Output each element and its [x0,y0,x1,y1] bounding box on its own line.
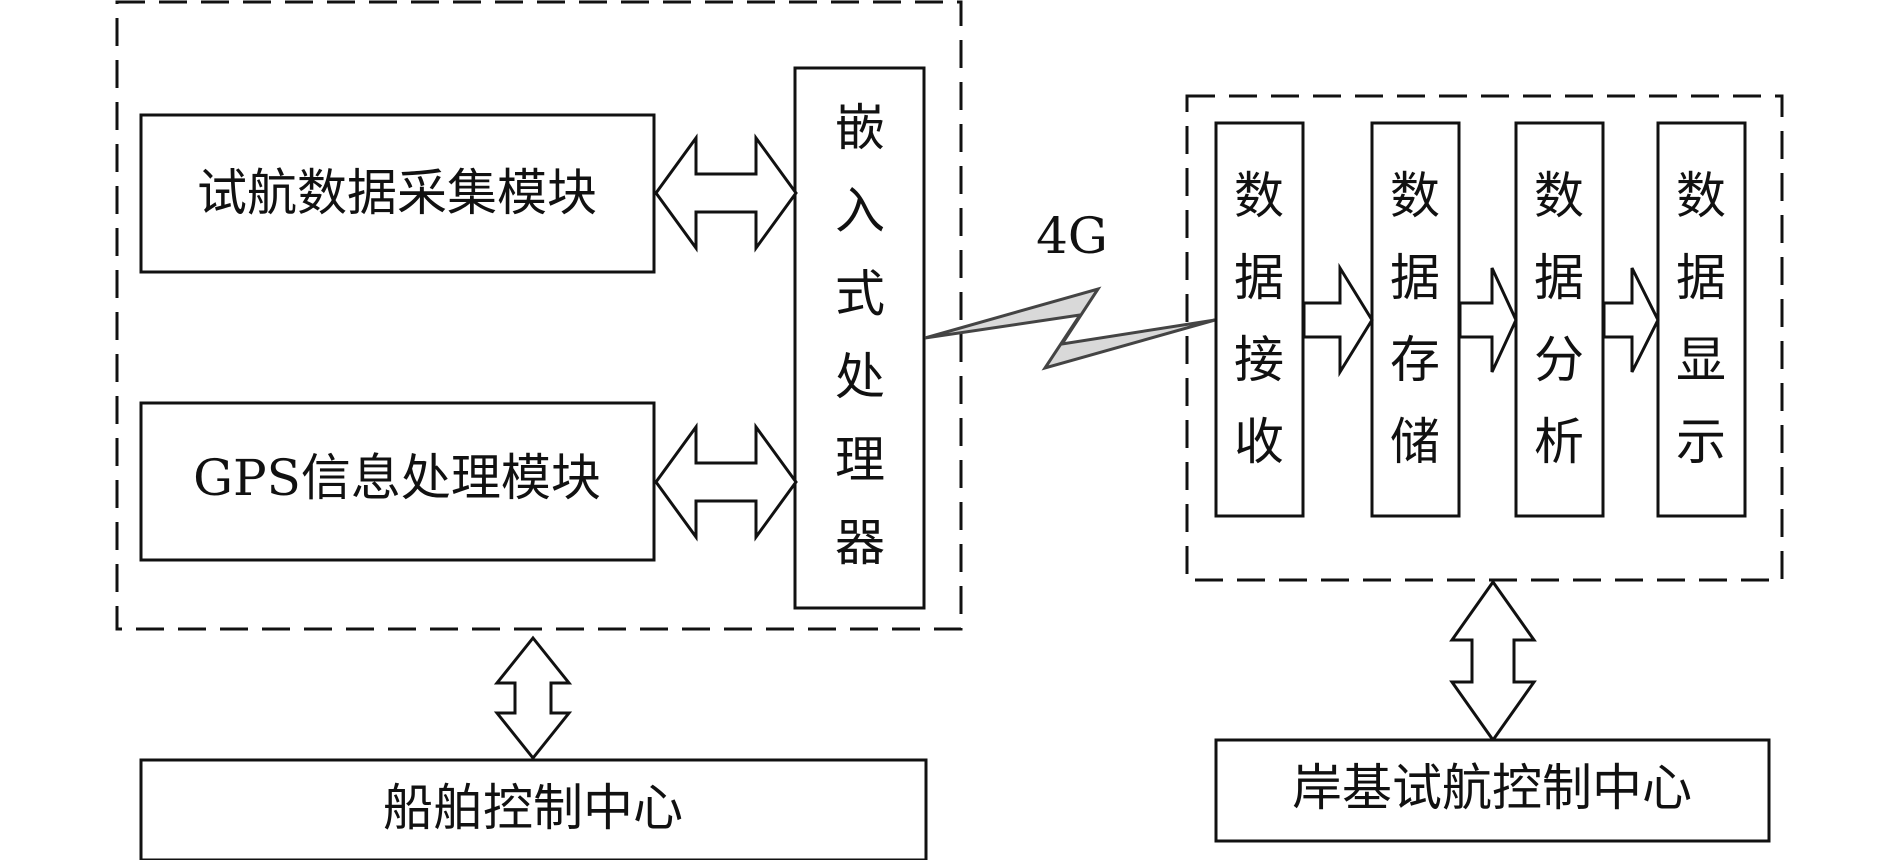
processor-char: 入 [835,182,885,240]
processor-char: 器 [835,514,885,572]
flow-arrow-storage-analysis [1458,267,1518,373]
wireless-link-lightning-icon [924,286,1216,371]
processor-char: 嵌 [835,99,885,157]
data-acquisition-module-label: 试航数据采集模块 [197,164,597,222]
data-storage-box [1370,121,1461,518]
embedded-processor-box [793,66,926,610]
step-char: 示 [1676,413,1726,471]
step-char: 显 [1676,331,1726,389]
flow-arrow-receive-storage [1302,262,1374,378]
step-char: 析 [1534,413,1584,471]
data-storage-label: 数 据 存 储 [1390,167,1440,471]
wireless-link-label: 4G [1036,207,1108,265]
data-receive-box [1214,121,1305,518]
ship-control-center-box [139,758,928,860]
double-arrow-ship-group-control-center [493,635,573,761]
step-char: 据 [1234,249,1284,307]
step-char: 接 [1234,331,1284,389]
step-char: 数 [1676,167,1726,225]
gps-module-label: GPS信息处理模块 [193,449,601,507]
step-char: 据 [1534,249,1584,307]
step-char: 数 [1234,167,1284,225]
step-char: 收 [1234,413,1284,471]
shore-side-group [1185,94,1784,582]
data-receive-label: 数 据 接 收 [1234,167,1284,471]
embedded-processor-label: 嵌 入 式 处 理 器 [835,99,885,572]
double-arrow-shore-group-control-center [1449,579,1537,743]
step-char: 分 [1534,331,1584,389]
double-arrow-gps-module-processor [654,422,798,542]
double-arrow-data-module-processor [654,133,798,253]
processor-char: 理 [835,431,885,489]
step-char: 数 [1390,167,1440,225]
step-char: 存 [1390,331,1440,389]
data-analysis-box [1514,121,1605,518]
step-char: 数 [1534,167,1584,225]
shore-control-center-label: 岸基试航控制中心 [1292,759,1692,817]
gps-module-box [139,401,656,562]
data-display-box [1656,121,1747,518]
shore-control-center-box [1214,738,1771,843]
step-char: 据 [1676,249,1726,307]
flow-arrow-analysis-display [1602,267,1660,373]
step-char: 据 [1390,249,1440,307]
data-analysis-label: 数 据 分 析 [1534,167,1584,471]
data-display-label: 数 据 显 示 [1676,167,1726,471]
ship-side-group [115,0,963,631]
ship-control-center-label: 船舶控制中心 [383,779,683,837]
data-acquisition-module-box [139,113,656,274]
processor-char: 处 [835,348,885,406]
step-char: 储 [1390,413,1440,471]
processor-char: 式 [835,265,885,323]
